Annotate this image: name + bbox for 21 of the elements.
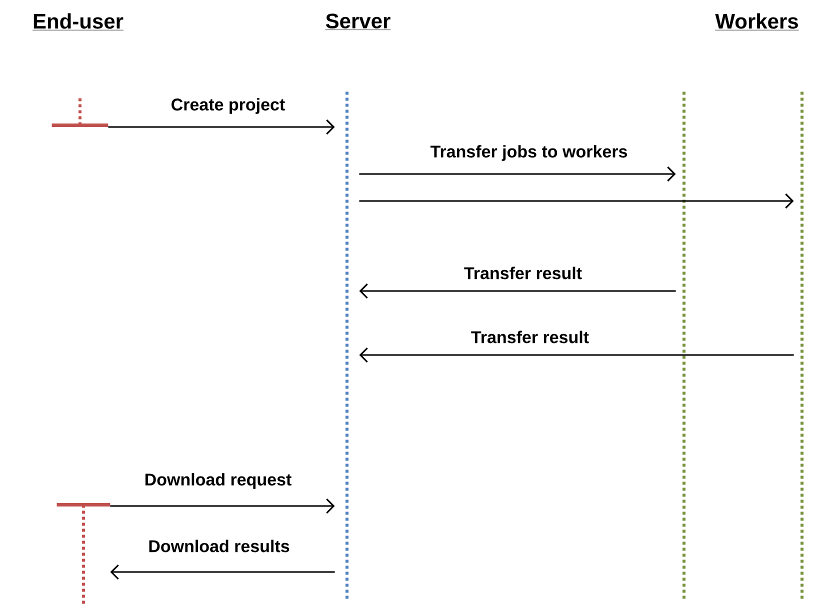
column-heading: Server <box>325 14 391 30</box>
activation-bar <box>52 96 108 127</box>
arrow <box>110 564 335 580</box>
column-heading: End-user <box>32 13 124 30</box>
lifeline <box>346 92 348 600</box>
edge-label: Download results <box>147 538 291 554</box>
edge-label: Transfer result <box>470 330 590 344</box>
arrow <box>359 347 794 363</box>
edge-label: Create project <box>170 97 286 115</box>
arrow <box>108 119 335 135</box>
edge-label: Transfer jobs to workers <box>429 144 629 162</box>
activation-bar <box>56 503 110 606</box>
lifeline <box>800 92 804 600</box>
edge-label: Download request <box>143 472 293 490</box>
edge-label: Transfer result <box>462 266 584 280</box>
arrow <box>110 498 335 514</box>
arrow <box>359 193 794 209</box>
column-heading: Workers <box>714 13 800 30</box>
lifeline <box>682 92 686 600</box>
arrow <box>359 283 676 299</box>
arrow <box>359 166 676 182</box>
